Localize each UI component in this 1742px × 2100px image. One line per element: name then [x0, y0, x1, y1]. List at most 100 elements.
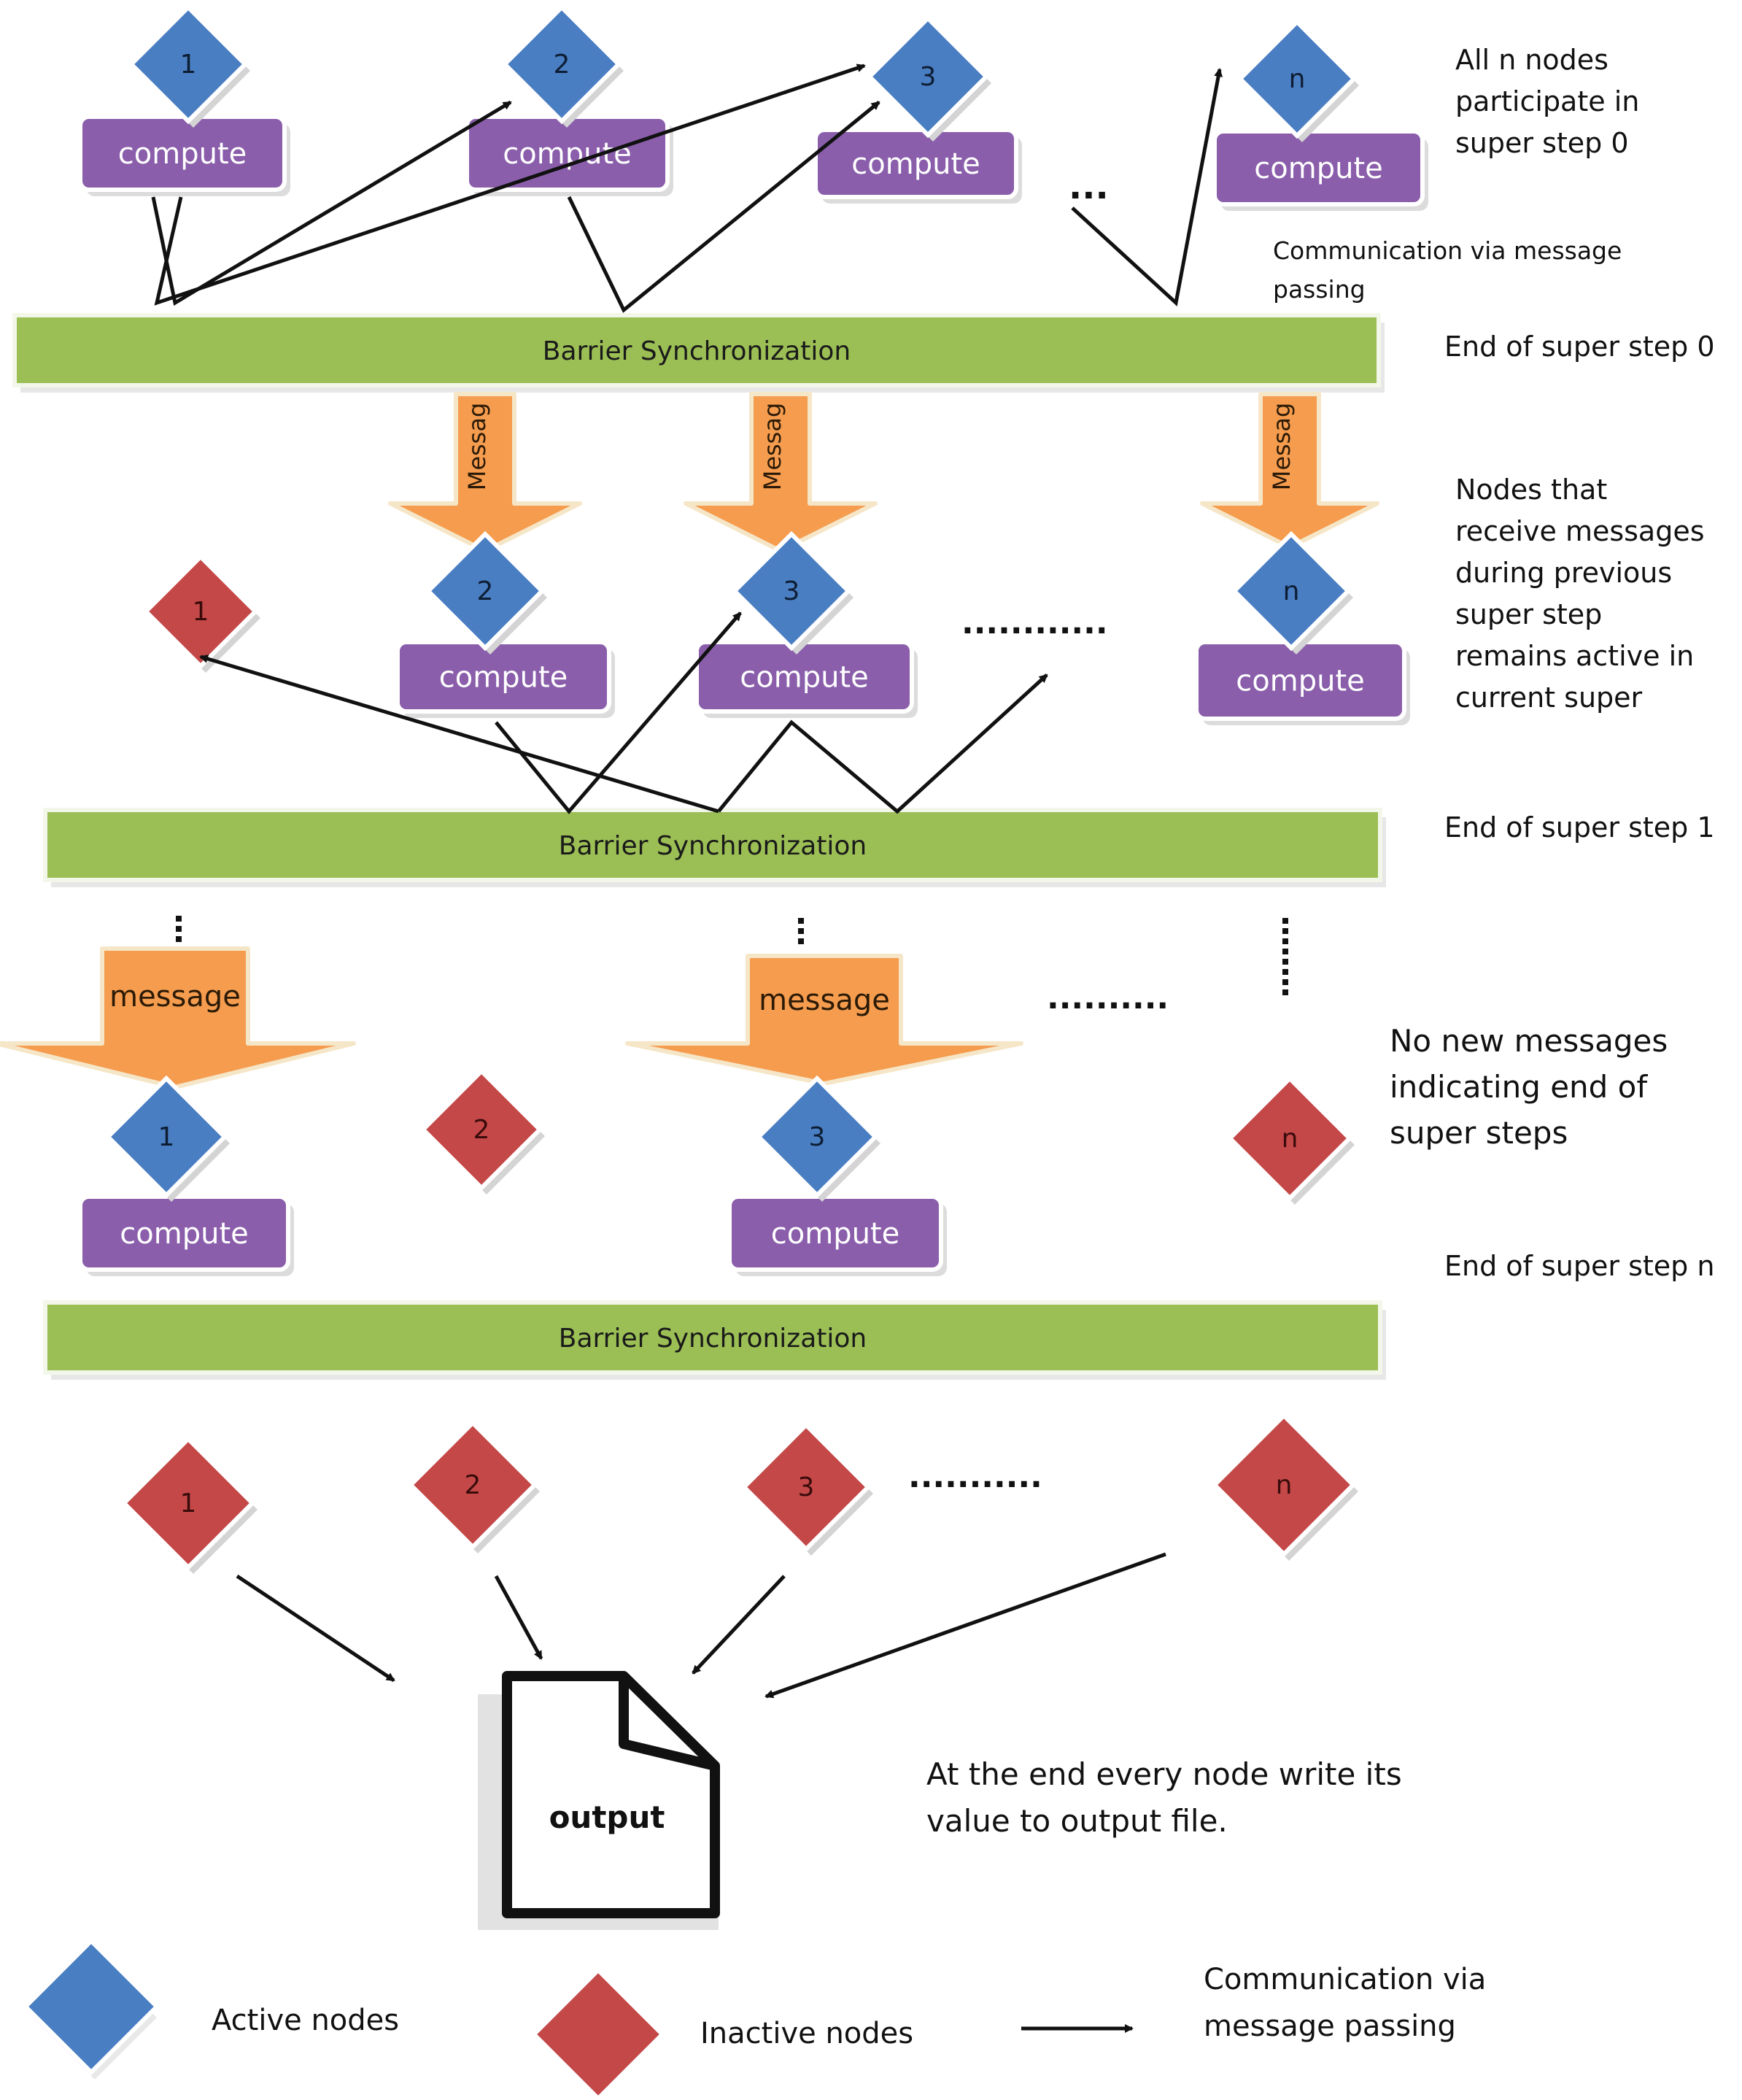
note-communication-2: passing [1273, 275, 1366, 304]
compute-s0-3: compute [813, 128, 1022, 204]
node-s0-n: n [1236, 18, 1359, 142]
note-no-new-2: indicating end of [1390, 1069, 1648, 1105]
node-s2-1: 1 [104, 1075, 230, 1202]
comm-arrow-s1-c [717, 673, 1048, 814]
note-receive-5: remains active in [1455, 640, 1694, 672]
node-label: 2 [473, 1115, 490, 1145]
node-final-n: n [1211, 1412, 1358, 1561]
compute-label: compute [1254, 152, 1382, 185]
node-label: 3 [920, 62, 937, 92]
compute-s0-2: compute [465, 115, 673, 196]
vertical-ellipsis-2 [798, 918, 804, 944]
node-s0-1: 1 [128, 4, 250, 128]
output-label: output [549, 1799, 665, 1835]
note-all-nodes-1: All n nodes [1455, 44, 1609, 76]
node-s2-2: 2 [419, 1068, 545, 1194]
node-label: 1 [193, 597, 209, 627]
compute-label: compute [439, 661, 568, 695]
barrier-step-n: Barrier Synchronization [43, 1300, 1386, 1380]
comm-arrow-s1-b [199, 655, 719, 814]
compute-label: compute [740, 661, 868, 695]
node-label: 2 [477, 576, 494, 606]
note-end-step-n: End of super step n [1444, 1250, 1714, 1282]
node-label: 2 [554, 50, 570, 80]
message-arrow-3b: message [625, 954, 1023, 1086]
node-label: 1 [180, 1489, 197, 1518]
node-s0-3: 3 [866, 15, 991, 142]
comm-arrow-s0-d [1071, 68, 1223, 306]
message-label: Messag [463, 403, 491, 491]
barrier-label: Barrier Synchronization [559, 1324, 867, 1354]
message-label: Messag [1268, 403, 1296, 491]
compute-s1-n: compute [1194, 640, 1410, 725]
node-label: n [1282, 1124, 1298, 1154]
message-arrow-1b: message [0, 946, 356, 1089]
note-receive-3: during previous [1455, 557, 1672, 589]
compute-label: compute [120, 1217, 248, 1251]
node-s2-n: n [1226, 1075, 1355, 1205]
node-label: 3 [783, 576, 800, 606]
note-no-new-3: super steps [1390, 1115, 1568, 1151]
node-label: n [1289, 64, 1306, 94]
legend-active-label: Active nodes [212, 2004, 399, 2037]
message-arrow-n: Messag [1200, 392, 1379, 549]
compute-s2-1: compute [78, 1194, 294, 1276]
ellipsis-s2: .......... [1047, 979, 1169, 1016]
comm-arrow-final-1 [236, 1574, 395, 1683]
message-arrow-2: Messag [388, 392, 582, 553]
note-receive-2: receive messages [1455, 515, 1705, 547]
message-arrow-3: Messag [684, 392, 878, 553]
node-label: 3 [798, 1472, 815, 1502]
compute-label: compute [118, 137, 247, 171]
compute-s2-3: compute [727, 1194, 947, 1276]
barrier-label: Barrier Synchronization [559, 831, 867, 861]
compute-s1-2: compute [395, 640, 615, 718]
node-final-3: 3 [740, 1421, 873, 1556]
comm-arrow-s0-c [567, 101, 880, 313]
legend-communication-2: message passing [1204, 2010, 1456, 2043]
note-end-step-1: End of super step 1 [1444, 811, 1715, 844]
note-receive-6: current super [1455, 682, 1643, 714]
node-s1-2: 2 [425, 530, 547, 655]
legend-inactive-icon [530, 1966, 666, 2100]
node-s0-2: 2 [501, 4, 624, 128]
node-s1-3: 3 [731, 530, 853, 655]
node-label: 2 [465, 1470, 481, 1500]
node-s1-n: n [1231, 530, 1353, 655]
compute-s0-1: compute [78, 115, 290, 196]
barrier-step-1: Barrier Synchronization [43, 808, 1386, 887]
comm-arrow-s0-a [151, 100, 512, 306]
node-label: n [1283, 576, 1300, 606]
compute-label: compute [851, 147, 980, 181]
note-communication-1: Communication via message [1273, 236, 1622, 265]
barrier-step-0: Barrier Synchronization [12, 313, 1385, 393]
note-no-new-1: No new messages [1390, 1023, 1668, 1059]
barrier-label: Barrier Synchronization [543, 336, 851, 366]
compute-s0-n: compute [1212, 129, 1428, 211]
node-label: 1 [180, 50, 197, 80]
vertical-ellipsis-1 [176, 916, 182, 942]
compute-label: compute [1236, 665, 1364, 698]
note-all-nodes-3: super step 0 [1455, 127, 1629, 159]
message-label: message [759, 984, 890, 1017]
comm-arrow-final-2 [494, 1575, 543, 1660]
vertical-ellipsis-3 [1282, 918, 1288, 995]
node-label: 3 [809, 1122, 826, 1152]
note-at-end-1: At the end every node write its [926, 1756, 1402, 1792]
node-label: 1 [158, 1122, 175, 1152]
note-at-end-2: value to output file. [926, 1803, 1228, 1839]
ellipsis-s1: ............ [961, 604, 1108, 641]
ellipsis-final: ........... [908, 1458, 1042, 1495]
ellipsis-s0: ... [1069, 166, 1109, 207]
message-label: Messag [759, 403, 786, 491]
node-s1-1: 1 [142, 553, 260, 673]
node-label: n [1276, 1470, 1293, 1500]
legend-inactive-label: Inactive nodes [700, 2017, 913, 2050]
note-end-step-0: End of super step 0 [1444, 331, 1715, 363]
output-file-icon: output [478, 1671, 720, 1930]
node-final-2: 2 [407, 1419, 540, 1553]
comm-arrow-s0-b [154, 63, 866, 306]
comm-arrow-final-n [764, 1552, 1166, 1699]
message-label: message [109, 980, 241, 1014]
